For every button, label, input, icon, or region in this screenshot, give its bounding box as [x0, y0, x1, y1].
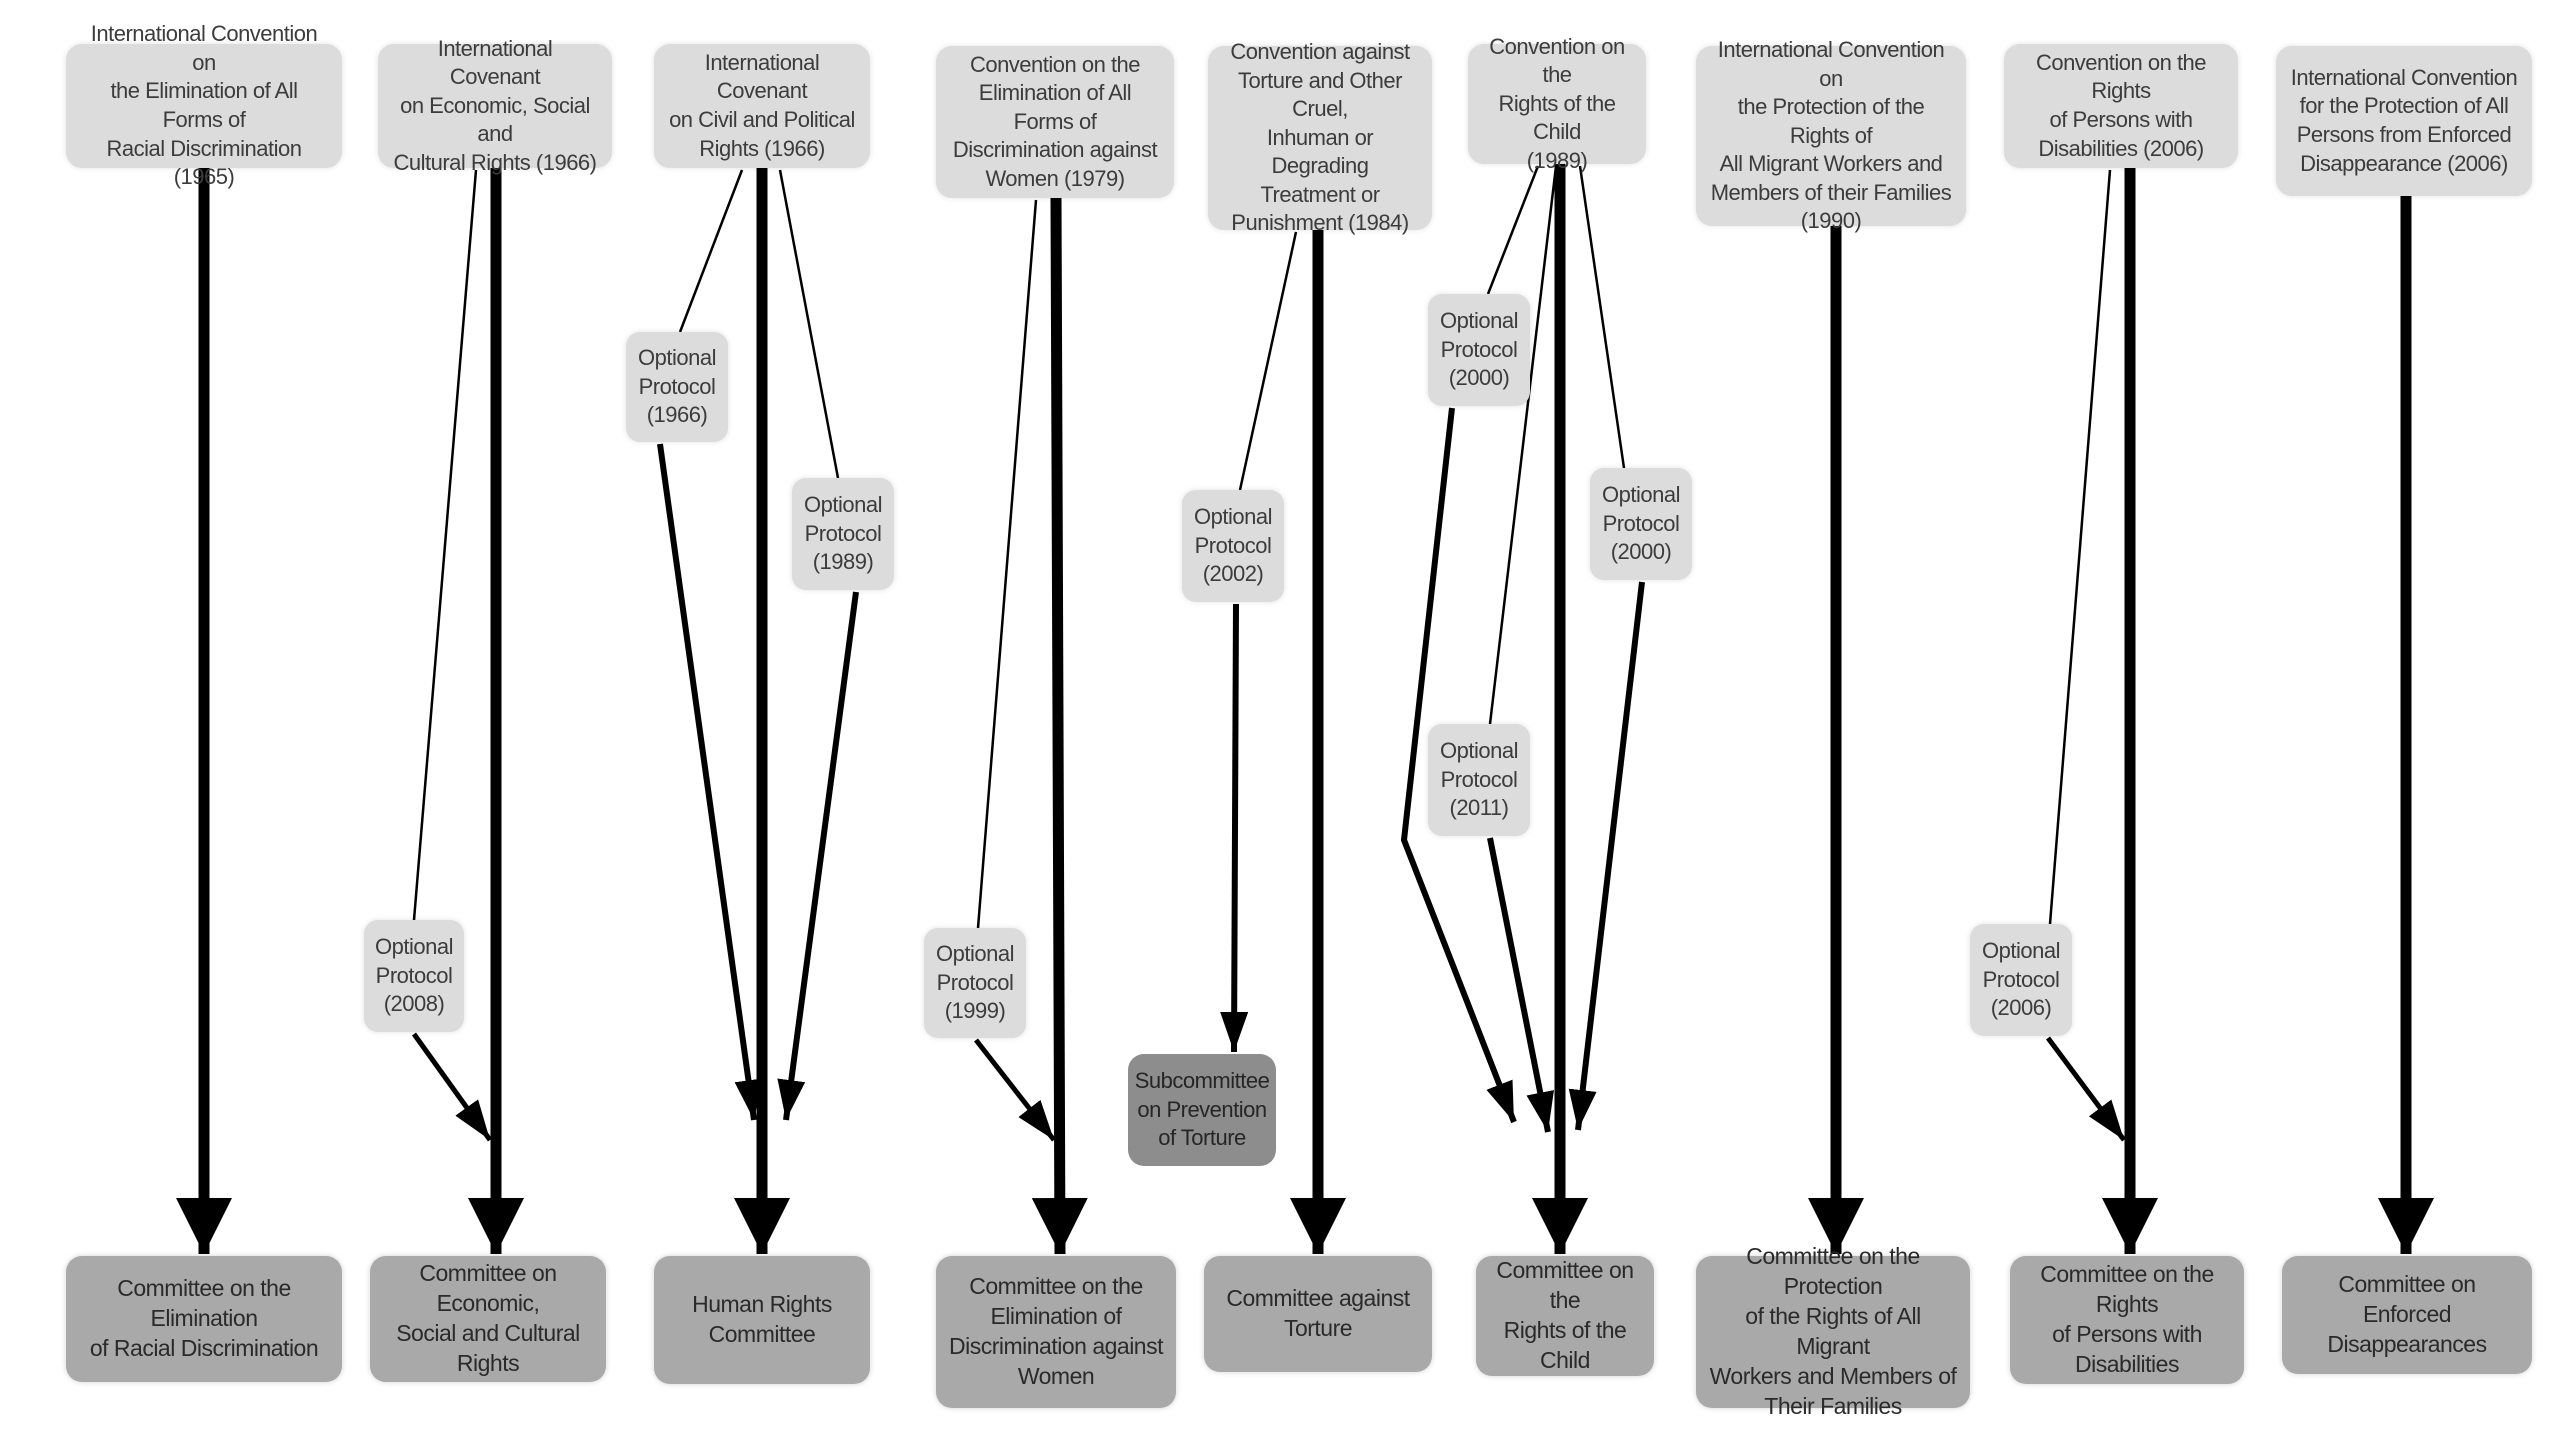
protocol-label: Optional Protocol (2002): [1194, 504, 1272, 587]
link-crc-op2011: [1488, 165, 1558, 725]
protocol-crc-2000b: Optional Protocol (2000): [1590, 468, 1692, 580]
treaty-label: Convention on the Rights of Persons with…: [2035, 49, 2207, 161]
protocol-label: Optional Protocol (2008): [375, 934, 453, 1017]
protocol-cedaw-1999: Optional Protocol (1999): [924, 928, 1026, 1038]
protocol-label: Optional Protocol (2000): [1602, 482, 1680, 565]
arrow-iccpr-op1966: [657, 443, 763, 1121]
treaty-label: International Covenant on Civil and Poli…: [669, 49, 855, 161]
subcommittee-prevention-of-torture: Subcommittee on Prevention of Torture: [1128, 1054, 1276, 1166]
arrow-icescr-op: [411, 1032, 493, 1142]
treaty-label: Convention against Torture and Other Cru…: [1230, 38, 1410, 236]
committee-iccpr: Human Rights Committee: [654, 1256, 870, 1384]
committee-label: Committee on the Rights of the Child: [1496, 1257, 1634, 1373]
committee-label: Committee on the Rights of Persons with …: [2040, 1261, 2214, 1377]
arrow-iccpr-op1989: [777, 591, 859, 1121]
committee-crc: Committee on the Rights of the Child: [1476, 1256, 1654, 1376]
arrow-crc-op2011: [1487, 837, 1554, 1133]
treaty-label: Convention on the Rights of the Child (1…: [1489, 33, 1625, 173]
treaty-icescr: International Covenant on Economic, Soci…: [378, 36, 612, 175]
protocol-crpd-2006: Optional Protocol (2006): [1970, 924, 2072, 1036]
committee-icmw: Committee on the Protection of the Right…: [1696, 1243, 1970, 1419]
arrow-crpd-op: [2045, 1036, 2127, 1142]
protocol-iccpr-1966: Optional Protocol (1966): [626, 332, 728, 442]
link-crc-op2000b: [1578, 165, 1626, 469]
link-iccpr-op1989: [778, 169, 840, 479]
protocol-cat-2002: Optional Protocol (2002): [1182, 490, 1284, 602]
protocol-crc-2011: Optional Protocol (2011): [1428, 724, 1530, 836]
committee-label: Committee against Torture: [1226, 1285, 1410, 1341]
protocol-label: Optional Protocol (1966): [638, 345, 716, 428]
committee-label: Committee on Economic, Social and Cultur…: [396, 1260, 580, 1376]
treaty-icmw: International Convention on the Protecti…: [1696, 37, 1966, 233]
treaty-cedaw: Convention on the Elimination of All For…: [936, 46, 1174, 198]
committee-cped: Committee on Enforced Disappearances: [2282, 1256, 2532, 1374]
link-cat-op: [1238, 231, 1298, 491]
protocol-label: Optional Protocol (2000): [1440, 308, 1518, 391]
link-crc-op2000a: [1486, 165, 1540, 295]
arrow-cat-op: [1220, 603, 1249, 1053]
treaty-crpd: Convention on the Rights of Persons with…: [2004, 44, 2238, 168]
link-cedaw-op: [976, 199, 1038, 929]
protocol-crc-2000a: Optional Protocol (2000): [1428, 294, 1530, 406]
committee-label: Human Rights Committee: [692, 1291, 832, 1347]
committee-cerd: Committee on the Elimination of Racial D…: [66, 1256, 342, 1382]
protocol-icescr-2008: Optional Protocol (2008): [364, 920, 464, 1032]
arrow-crc-op2000b: [1568, 581, 1645, 1131]
treaty-cped: International Convention for the Protect…: [2276, 46, 2532, 196]
committee-cedaw: Committee on the Elimination of Discrimi…: [936, 1256, 1176, 1408]
treaty-crc: Convention on the Rights of the Child (1…: [1468, 34, 1646, 173]
committee-label: Committee on the Elimination of Racial D…: [89, 1275, 319, 1361]
treaty-label: Convention on the Elimination of All For…: [952, 51, 1158, 191]
committee-icescr: Committee on Economic, Social and Cultur…: [370, 1256, 606, 1382]
treaty-iccpr: International Covenant on Civil and Poli…: [654, 44, 870, 168]
arrow-cedaw: [1031, 197, 1088, 1255]
protocol-label: Optional Protocol (1989): [804, 492, 882, 575]
treaty-label: International Covenant on Economic, Soci…: [393, 35, 597, 175]
link-iccpr-op1966: [678, 169, 744, 333]
treaty-label: International Convention on the Protecti…: [1710, 36, 1952, 234]
link-icescr-op: [412, 169, 478, 921]
committee-label: Committee on the Elimination of Discrimi…: [949, 1273, 1163, 1389]
arrow-crc-op2000a: [1401, 407, 1517, 1124]
protocol-iccpr-1989: Optional Protocol (1989): [792, 478, 894, 590]
treaty-cerd: International Convention on the Eliminat…: [66, 21, 342, 189]
treaty-label: International Convention on the Eliminat…: [90, 21, 318, 190]
protocol-label: Optional Protocol (2011): [1440, 738, 1518, 821]
subcommittee-label: Subcommittee on Prevention of Torture: [1134, 1068, 1270, 1151]
committee-cat: Committee against Torture: [1204, 1256, 1432, 1372]
committee-crpd: Committee on the Rights of Persons with …: [2010, 1256, 2244, 1384]
committee-label: Committee on the Protection of the Right…: [1709, 1243, 1957, 1419]
treaty-label: International Convention for the Protect…: [2290, 64, 2518, 176]
protocol-label: Optional Protocol (1999): [936, 941, 1014, 1024]
protocol-label: Optional Protocol (2006): [1982, 938, 2060, 1021]
arrow-cedaw-op: [974, 1038, 1056, 1142]
treaty-cat: Convention against Torture and Other Cru…: [1208, 39, 1432, 235]
link-crpd-op: [2048, 169, 2112, 925]
committee-label: Committee on Enforced Disappearances: [2327, 1271, 2487, 1357]
